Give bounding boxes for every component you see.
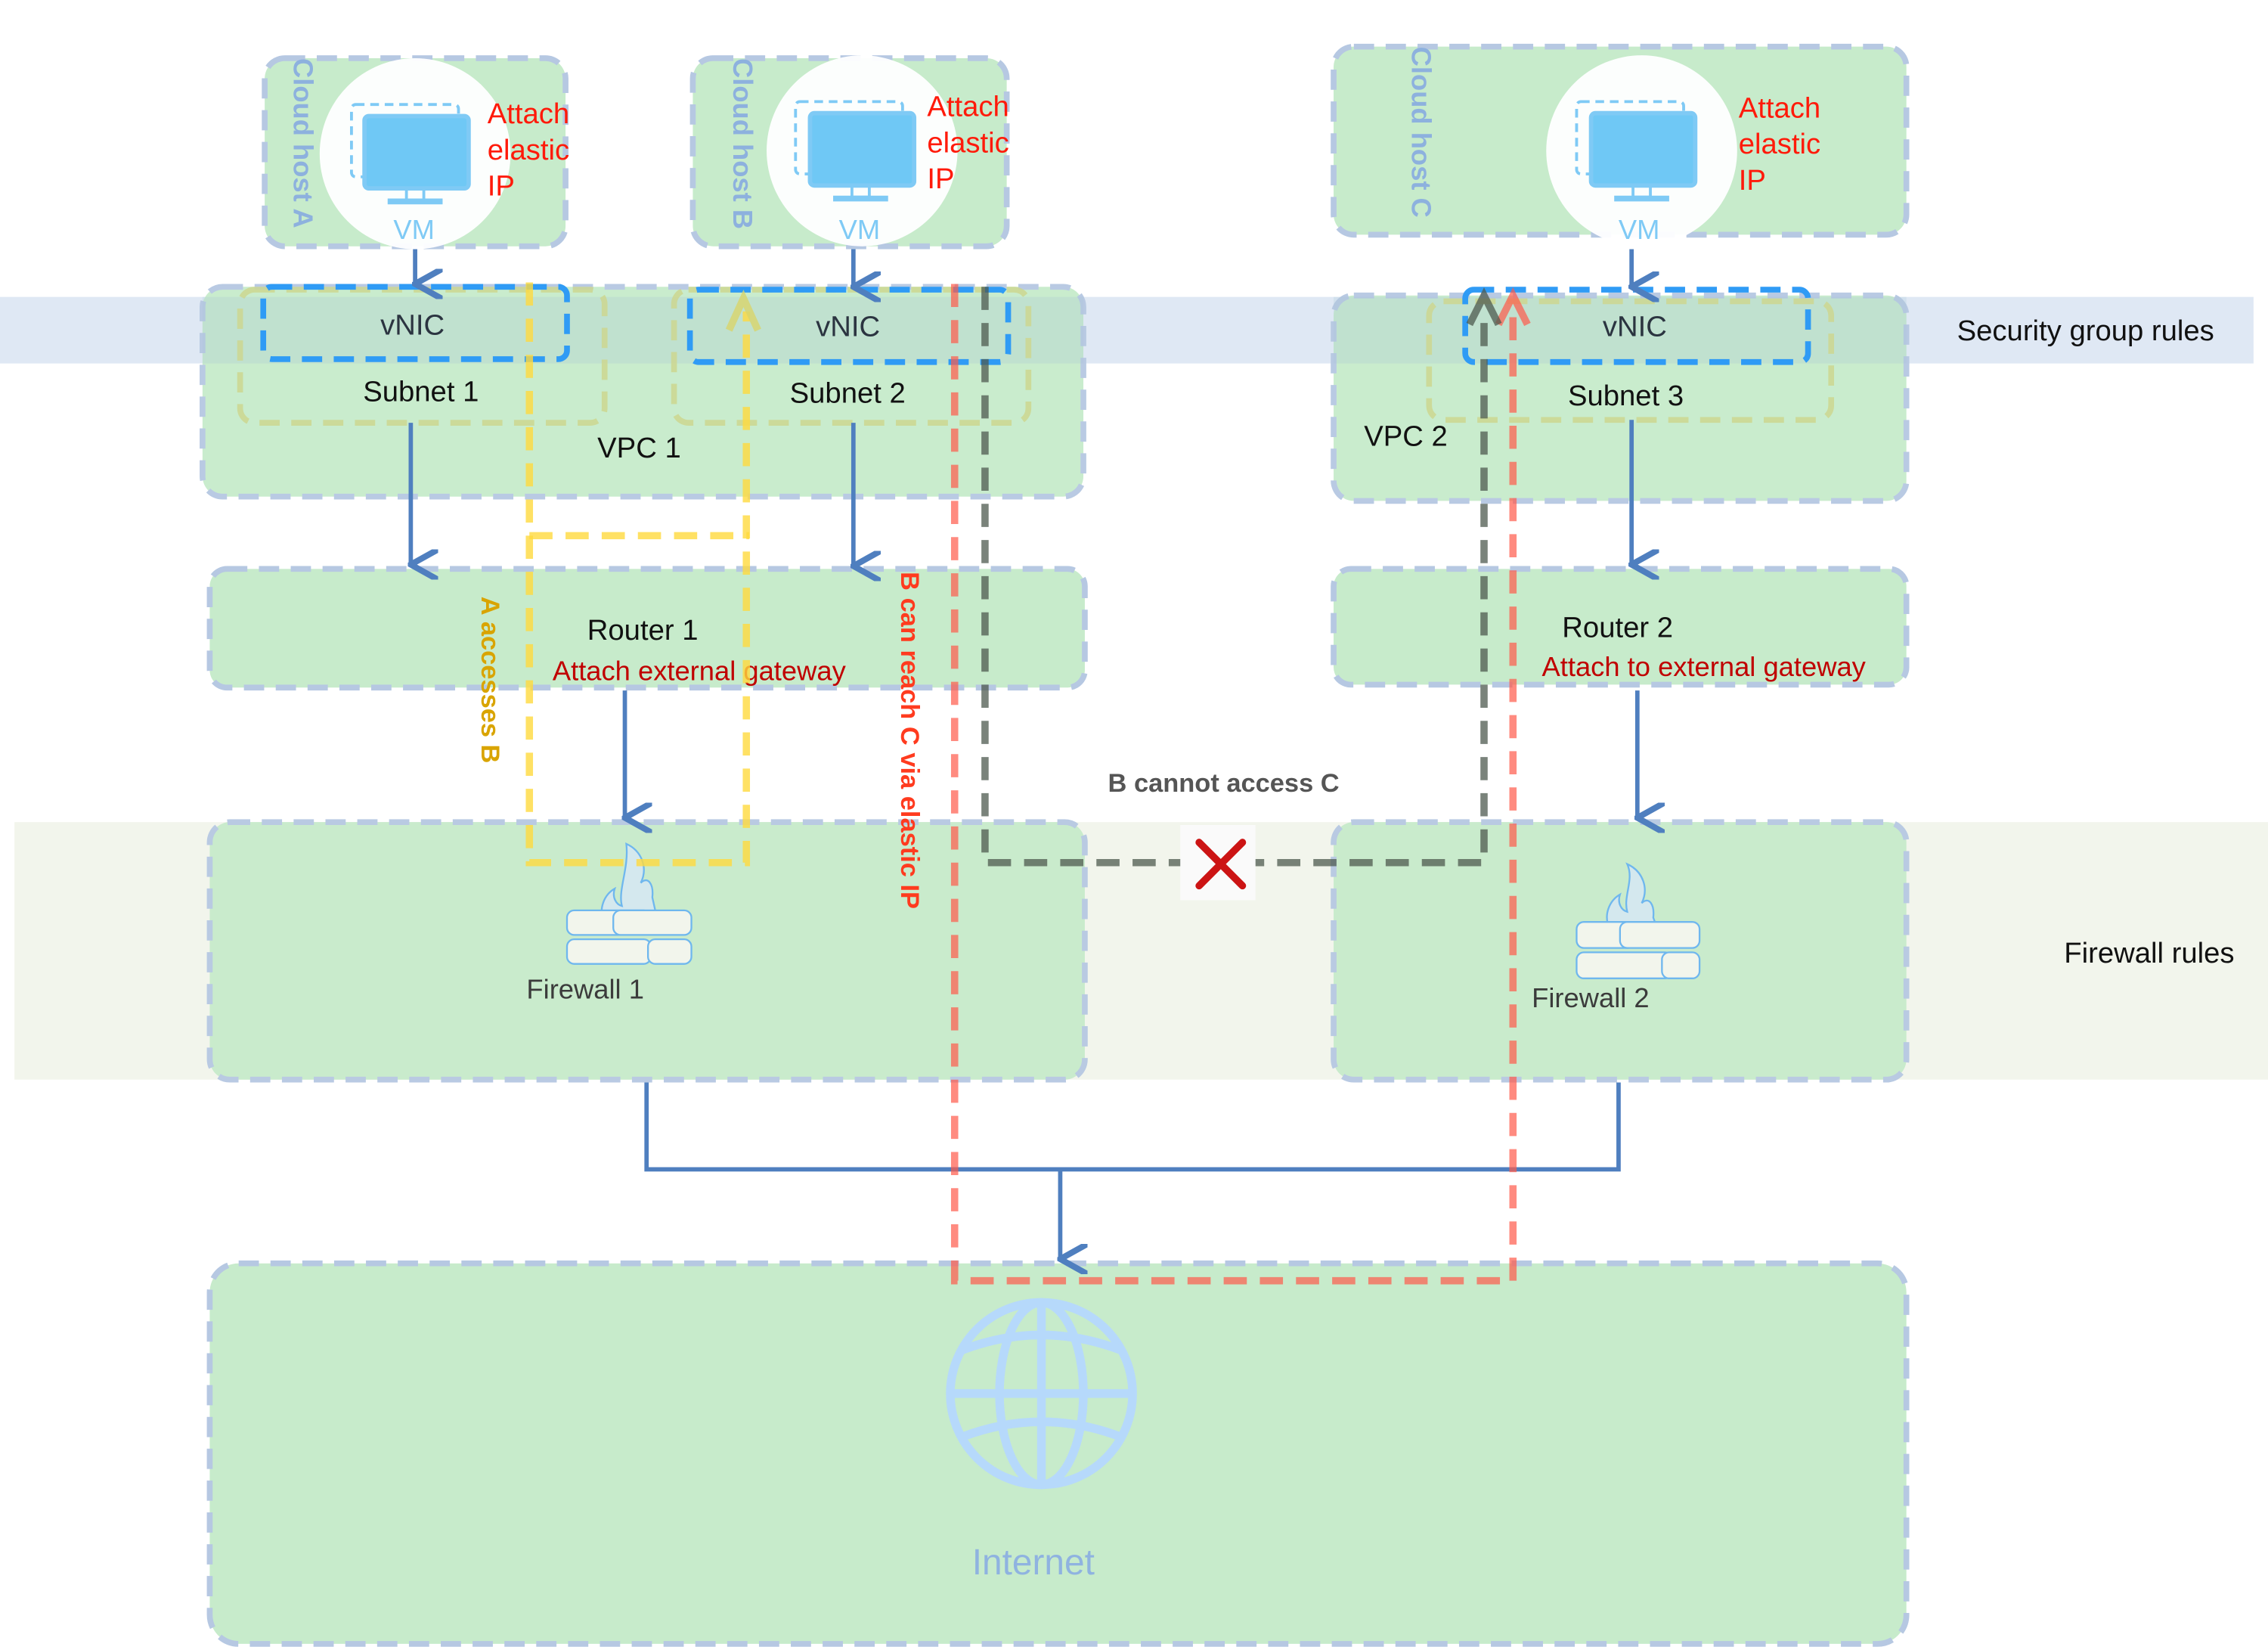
globe-icon xyxy=(946,1298,1137,1490)
cloud-host-a[interactable]: VM Cloud host A Attach elastic IP xyxy=(262,55,569,250)
vm-monitor-icon xyxy=(1575,100,1698,202)
vnic-2-label: vNIC xyxy=(816,310,880,343)
blocked-x-icon xyxy=(1180,825,1256,901)
router-1-note: Attach external gateway xyxy=(553,656,847,687)
eip-note-line: elastic xyxy=(1739,128,1820,160)
cloud-host-b[interactable]: VM Cloud host B Attach elastic IP xyxy=(689,55,1010,250)
eip-note-line: IP xyxy=(1739,164,1766,197)
subnet-3-label: Subnet 3 xyxy=(1568,380,1684,412)
router-1-label: Router 1 xyxy=(587,614,699,647)
vm-label: VM xyxy=(839,214,881,245)
eip-note-line: elastic xyxy=(927,126,1009,159)
path-b-to-c-eip-label: B can reach C via elastic IP xyxy=(895,572,924,909)
traffic-flows xyxy=(411,249,1637,1259)
eip-note-line: IP xyxy=(488,170,515,203)
vnic-1-label: vNIC xyxy=(380,309,445,341)
eip-note-line: Attach xyxy=(927,91,1009,123)
cloud-host-c[interactable]: VM Cloud host C Attach elastic IP xyxy=(1331,43,1910,247)
host-name: Cloud host C xyxy=(1405,47,1436,218)
vpc-2[interactable]: vNIC Subnet 3 VPC 2 xyxy=(1331,287,1910,504)
subnet-1-label: Subnet 1 xyxy=(363,375,479,408)
path-b-to-c-eip xyxy=(950,284,1531,1285)
security-group-rules-label: Security group rules xyxy=(1957,315,2214,347)
vpc-1[interactable]: vNIC vNIC Subnet 1 Subnet 2 VPC 1 xyxy=(200,284,1086,500)
vm-label: VM xyxy=(1619,214,1660,245)
firewall-2[interactable]: Firewall 2 xyxy=(1331,819,1910,1083)
router-2-note: Attach to external gateway xyxy=(1542,651,1867,682)
host-name: Cloud host B xyxy=(727,58,758,229)
eip-note-line: IP xyxy=(927,163,954,195)
path-b-to-c-blocked xyxy=(981,287,1502,867)
router-2[interactable]: Router 2 Attach to external gateway xyxy=(1331,566,1910,688)
vm-monitor-icon xyxy=(350,103,471,205)
router-2-label: Router 2 xyxy=(1562,611,1673,644)
vm-monitor-icon xyxy=(794,100,917,202)
firewall-rules-label: Firewall rules xyxy=(2064,937,2234,969)
vpc-1-label: VPC 1 xyxy=(597,432,681,464)
path-a-accesses-b xyxy=(525,282,761,867)
firewall-icon xyxy=(1576,862,1701,979)
eip-note-line: Attach xyxy=(1739,91,1820,124)
vm-label: VM xyxy=(393,214,435,245)
internet-label: Internet xyxy=(972,1543,1095,1583)
host-name: Cloud host A xyxy=(287,58,318,228)
eip-note-line: elastic xyxy=(488,134,569,166)
path-b-to-c-blocked-label: B cannot access C xyxy=(1108,769,1340,798)
subnet-2-label: Subnet 2 xyxy=(790,377,906,409)
uplink-line xyxy=(644,1082,1621,1172)
path-a-accesses-b-label: A accesses B xyxy=(476,597,504,764)
vpc-2-label: VPC 2 xyxy=(1364,420,1448,453)
firewall-2-label: Firewall 2 xyxy=(1532,982,1650,1013)
vnic-3-label: vNIC xyxy=(1603,310,1667,343)
eip-note-line: Attach xyxy=(488,98,569,130)
internet[interactable]: Internet xyxy=(206,1260,1910,1647)
firewall-icon xyxy=(565,842,692,965)
firewall-1-label: Firewall 1 xyxy=(526,974,644,1005)
router-1[interactable]: Router 1 Attach external gateway xyxy=(206,566,1088,691)
